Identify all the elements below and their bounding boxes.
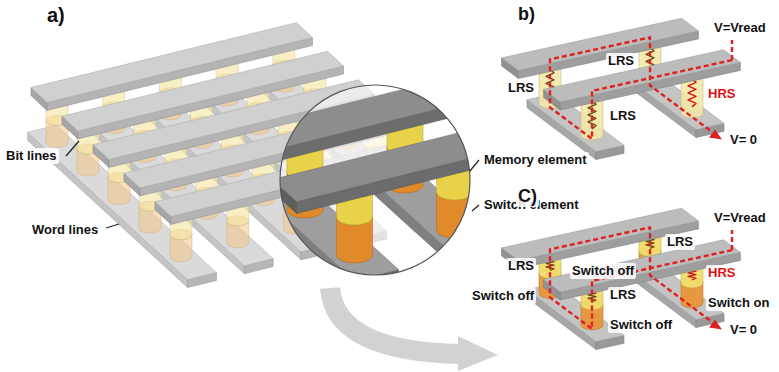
selector-panel [502, 208, 741, 349]
leader-line [66, 141, 79, 156]
state-label: HRS [706, 86, 737, 102]
bit-line-bar [544, 240, 741, 292]
panel-label: a) [45, 4, 67, 27]
switch-state-label: Switch off [470, 288, 536, 304]
ground-arrow [709, 129, 722, 139]
sneak-current-path [550, 227, 732, 329]
ground-arrow [709, 319, 722, 329]
sneak-current-path [550, 37, 732, 138]
panel-label: C) [516, 186, 539, 207]
zoom-cell [223, 75, 537, 293]
read-lead [731, 230, 733, 250]
part-label: Word lines [30, 222, 100, 238]
switch-state-label: Switch off [570, 263, 636, 279]
state-label: LRS [606, 53, 636, 69]
leader-line [106, 224, 119, 228]
zoom-circle [280, 85, 470, 275]
zoom-arrow-head [458, 336, 498, 371]
switch-state-label: Switch off [608, 317, 674, 333]
voltage-label: V= 0 [728, 322, 759, 338]
panel-label: b) [516, 4, 537, 25]
voltage-label: V=Vread [712, 210, 768, 226]
leader-line [472, 205, 479, 211]
state-label: LRS [608, 108, 638, 124]
part-label: Bit lines [4, 148, 59, 164]
read-lead [731, 40, 733, 60]
word-line-bar-end [455, 245, 499, 268]
voltage-label: V= 0 [728, 132, 759, 148]
leader-line [470, 160, 479, 171]
zoom-arrow [330, 288, 462, 354]
state-label: LRS [506, 80, 536, 96]
state-label: HRS [706, 265, 737, 281]
state-label: LRS [506, 258, 536, 274]
state-label: LRS [665, 234, 695, 250]
resistor-symbol [688, 79, 696, 107]
switch-state-label: Switch on [706, 295, 771, 311]
bit-line-bar [544, 50, 741, 102]
state-label: LRS [608, 287, 638, 303]
voltage-label: V=Vread [712, 20, 768, 36]
sneak-path-panel [502, 18, 741, 159]
bit-line-bar-end [223, 135, 247, 169]
part-label: Memory element [482, 152, 589, 168]
